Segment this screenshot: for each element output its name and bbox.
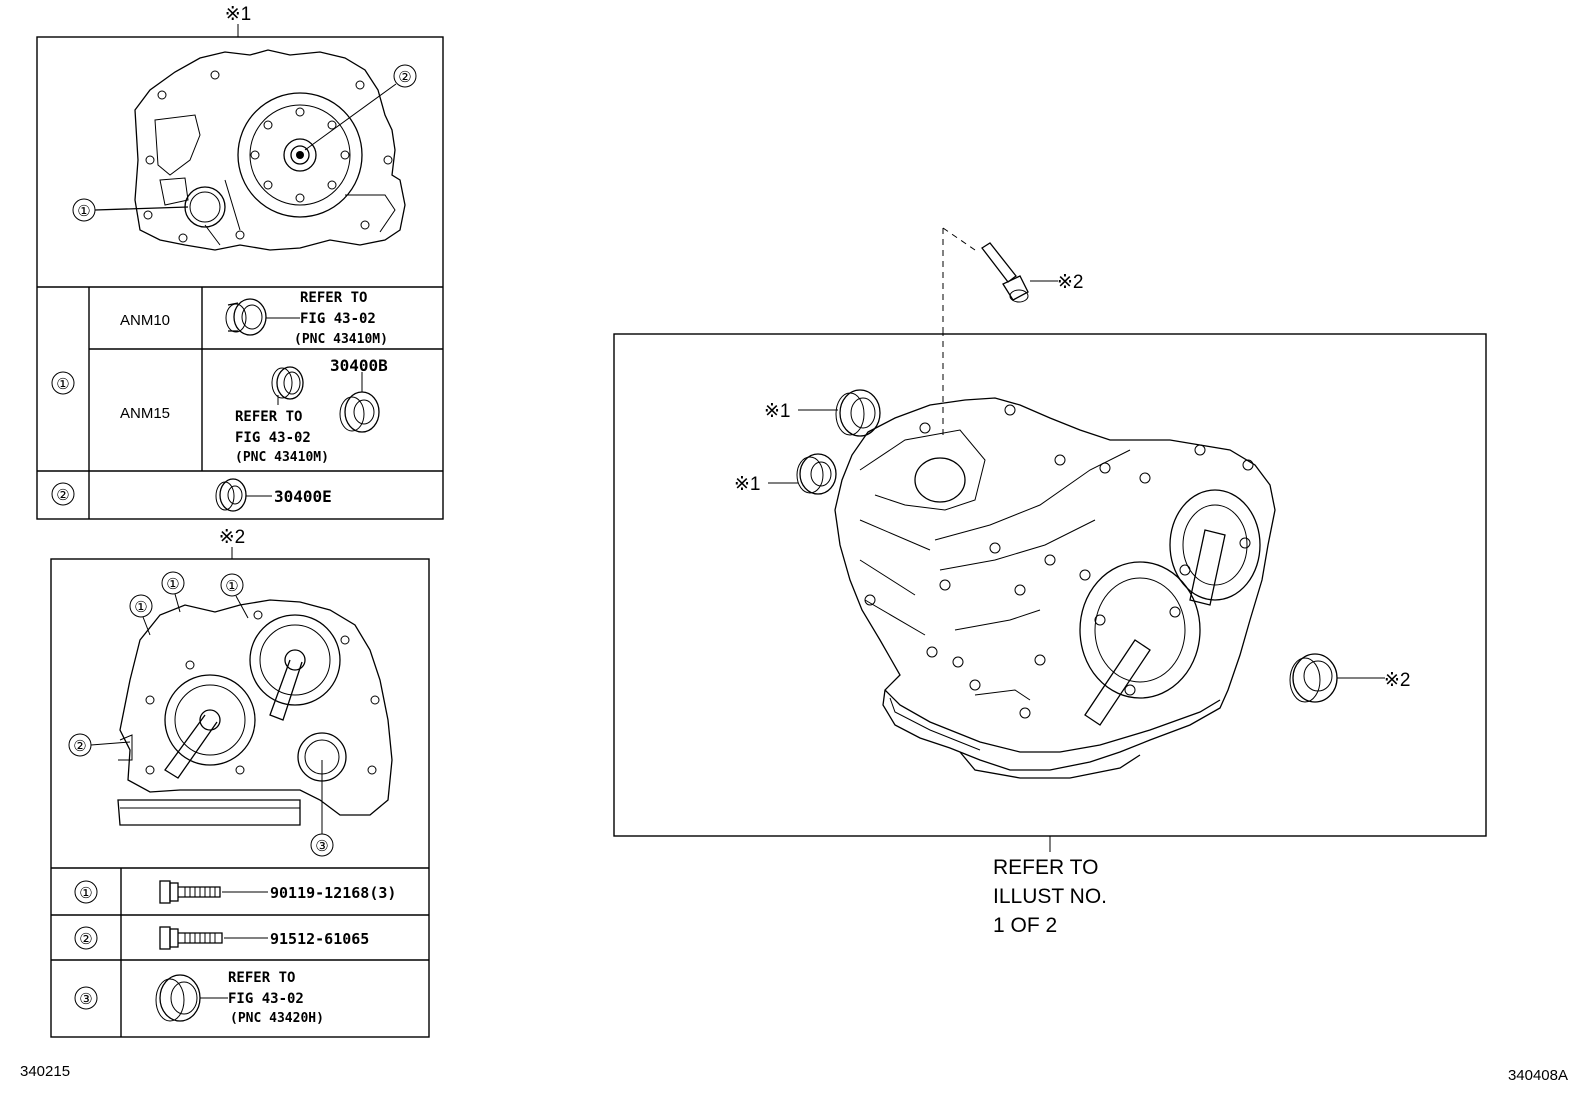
model-anm15: ANM15	[120, 405, 170, 422]
callout-2: ②	[73, 738, 86, 755]
bolt-icon	[159, 880, 221, 904]
label-top-bolt: ※2	[1057, 272, 1084, 293]
refer-line3: 1 OF 2	[993, 914, 1057, 937]
oil-seal-icon	[1289, 653, 1338, 703]
ref-anm10-line3: (PNC 43410M)	[294, 332, 388, 347]
callout-1: ①	[77, 203, 90, 220]
model-anm10: ANM10	[120, 312, 170, 329]
oil-seal-icon	[215, 478, 247, 512]
oil-seal-icon	[225, 298, 267, 336]
bolt-icon	[159, 926, 223, 950]
row-2-number: ②	[79, 931, 92, 948]
label-seal-upper: ※1	[764, 401, 791, 422]
main-assembly: ※2 ※1 ※1 ※2	[613, 227, 1487, 937]
bolt-icon	[981, 242, 1029, 303]
refer-line1: REFER TO	[993, 856, 1098, 879]
callout-1b: ①	[166, 576, 179, 593]
panel-1-marker: ※1	[225, 4, 252, 25]
ref-anm15-line2: FIG 43-02	[235, 430, 311, 446]
oil-seal-icon	[339, 391, 380, 433]
oil-seal-icon	[835, 389, 881, 437]
label-seal-right: ※2	[1384, 670, 1411, 691]
part-91512-61065: 91512-61065	[270, 930, 369, 948]
row-3-number: ③	[79, 991, 92, 1008]
ref-anm15-line3: (PNC 43410M)	[235, 450, 329, 465]
part-30400E: 30400E	[274, 487, 332, 506]
part-30400B: 30400B	[330, 356, 388, 375]
ref-row3-line1: REFER TO	[228, 970, 295, 986]
refer-line2: ILLUST NO.	[993, 885, 1107, 908]
ref-row3-line3: (PNC 43420H)	[230, 1011, 324, 1026]
panel-1: ※1	[36, 4, 444, 520]
panel-2-marker: ※2	[219, 527, 246, 548]
oil-seal-icon	[155, 974, 201, 1022]
row-2-number: ②	[56, 487, 69, 504]
transaxle-assembly-drawing	[834, 397, 1276, 779]
ref-row3-line2: FIG 43-02	[228, 991, 304, 1007]
callout-2: ②	[398, 69, 411, 86]
panel-2: ※2 ①	[50, 527, 430, 1038]
callout-1c: ①	[225, 578, 238, 595]
label-seal-lower: ※1	[734, 474, 761, 495]
illustration-code-left: 340215	[20, 1063, 70, 1080]
callout-3: ③	[315, 838, 328, 855]
oil-seal-icon	[796, 453, 837, 495]
ref-anm10-line1: REFER TO	[300, 290, 367, 306]
callout-1a: ①	[134, 599, 147, 616]
oil-seal-icon	[271, 366, 304, 400]
transaxle-rear-view	[117, 599, 393, 826]
ref-anm10-line2: FIG 43-02	[300, 311, 376, 327]
illustration-code-right: 340408A	[1508, 1067, 1568, 1084]
transaxle-front-view	[134, 49, 406, 251]
row-1-number: ①	[56, 376, 69, 393]
part-90119-12168: 90119-12168(3)	[270, 884, 396, 902]
ref-anm15-line1: REFER TO	[235, 409, 302, 425]
row-1-number: ①	[79, 885, 92, 902]
